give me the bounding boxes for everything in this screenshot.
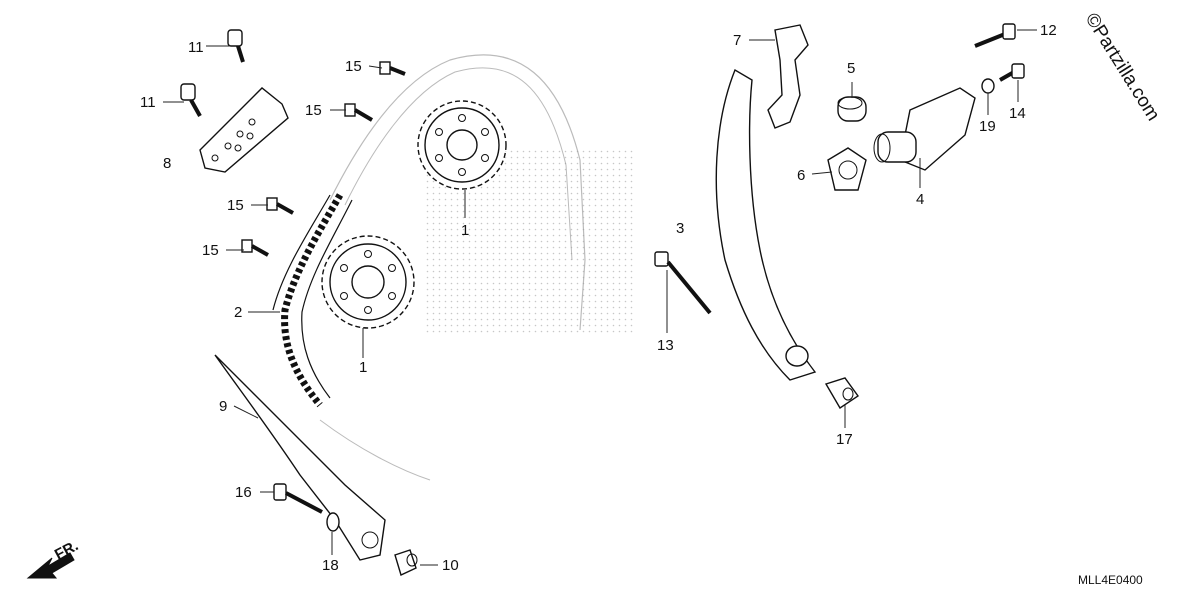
bolt-11-a	[227, 29, 245, 63]
callout-16: 16	[235, 484, 252, 501]
tensioner-bracket	[767, 24, 809, 129]
callout-15: 15	[345, 58, 362, 75]
diagram-code: MLL4E0400	[1078, 573, 1143, 587]
cam-chain	[272, 193, 353, 408]
callout-17: 17	[836, 431, 853, 448]
callout-6: 6	[797, 167, 805, 184]
washer-19	[981, 78, 995, 94]
tensioner-arm	[715, 68, 817, 381]
bolt-15-a	[379, 61, 406, 76]
callout-2: 2	[234, 304, 242, 321]
callout-1: 1	[359, 359, 367, 376]
callout-18: 18	[322, 557, 339, 574]
bolt-15-c	[266, 197, 294, 215]
bolt-14	[999, 63, 1025, 82]
callout-13: 13	[657, 337, 674, 354]
callout-4: 4	[916, 191, 924, 208]
callout-3: 3	[676, 220, 684, 237]
callout-5: 5	[847, 60, 855, 77]
collar-17	[824, 377, 859, 409]
bolt-16	[273, 483, 323, 514]
callout-10: 10	[442, 557, 459, 574]
callout-11: 11	[188, 39, 204, 56]
callout-15: 15	[305, 102, 322, 119]
cam-sprocket-lower	[321, 235, 415, 329]
leader-lines	[163, 29, 1037, 566]
front-direction-label: FR.	[52, 537, 81, 563]
bolt-15-b	[344, 103, 374, 122]
callout-8: 8	[163, 155, 171, 172]
collar-10	[394, 549, 418, 576]
cam-chain-tensioner	[873, 87, 976, 171]
tensioner-gasket	[827, 147, 867, 191]
guide-plate	[199, 87, 289, 173]
callout-19: 19	[979, 118, 996, 135]
sealing-cap	[837, 96, 867, 122]
callout-15: 15	[202, 242, 219, 259]
callout-11: 11	[140, 94, 156, 111]
bolt-12	[974, 23, 1016, 48]
bolt-11-b	[180, 83, 202, 117]
bolt-15-d	[241, 239, 269, 257]
callout-1: 1	[461, 222, 469, 239]
watermark-text: ©Partzilla.com	[1081, 10, 1164, 125]
callout-7: 7	[733, 32, 741, 49]
callout-14: 14	[1009, 105, 1026, 122]
chain-guide	[214, 354, 386, 561]
callout-12: 12	[1040, 22, 1057, 39]
front-direction-arrow: FR.	[26, 537, 81, 579]
callout-9: 9	[219, 398, 227, 415]
callout-15: 15	[227, 197, 244, 214]
bolt-13	[654, 251, 712, 315]
cam-sprocket-upper	[417, 100, 507, 190]
washer-18	[326, 512, 340, 532]
